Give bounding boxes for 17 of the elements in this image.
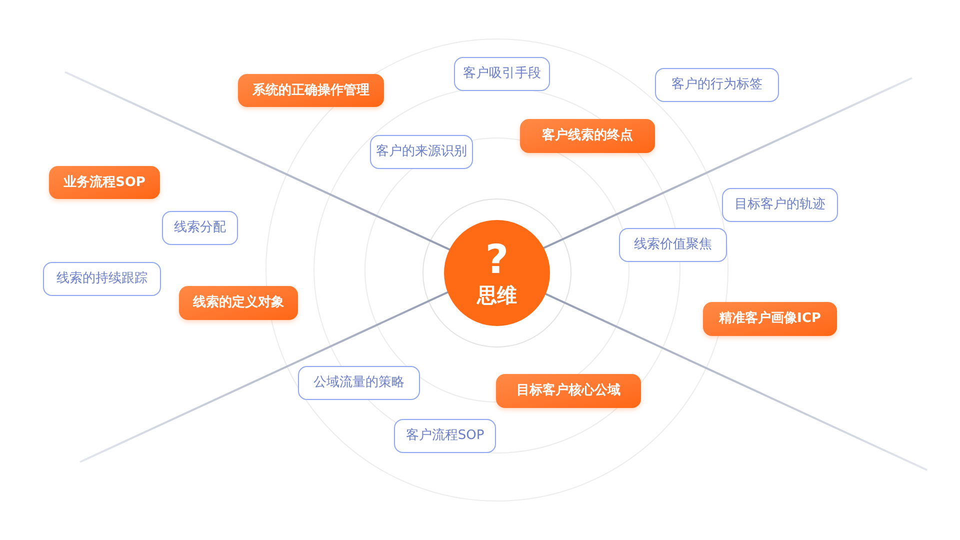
keyword-tag: 客户的行为标签 — [655, 68, 779, 102]
highlight-tag: 客户线索的终点 — [520, 119, 655, 153]
keyword-tag: 线索价值聚焦 — [619, 228, 727, 262]
keyword-tag: 线索的持续跟踪 — [43, 262, 161, 296]
highlight-tag: 精准客户画像ICP — [703, 302, 837, 336]
keyword-tag: 客户吸引手段 — [454, 57, 550, 91]
keyword-tag: 客户流程SOP — [394, 419, 496, 453]
center-title: 思维 — [477, 282, 517, 308]
question-mark: ? — [485, 238, 509, 282]
keyword-tag: 客户的来源识别 — [370, 135, 473, 169]
highlight-tag: 目标客户核心公域 — [496, 374, 641, 408]
keyword-tag: 目标客户的轨迹 — [722, 188, 838, 222]
highlight-tag: 系统的正确操作管理 — [238, 74, 384, 107]
keyword-tag: 公域流量的策略 — [298, 366, 420, 400]
highlight-tag: 业务流程SOP — [49, 166, 160, 199]
keyword-tag: 线索分配 — [162, 211, 238, 245]
highlight-tag: 线索的定义对象 — [179, 286, 298, 320]
